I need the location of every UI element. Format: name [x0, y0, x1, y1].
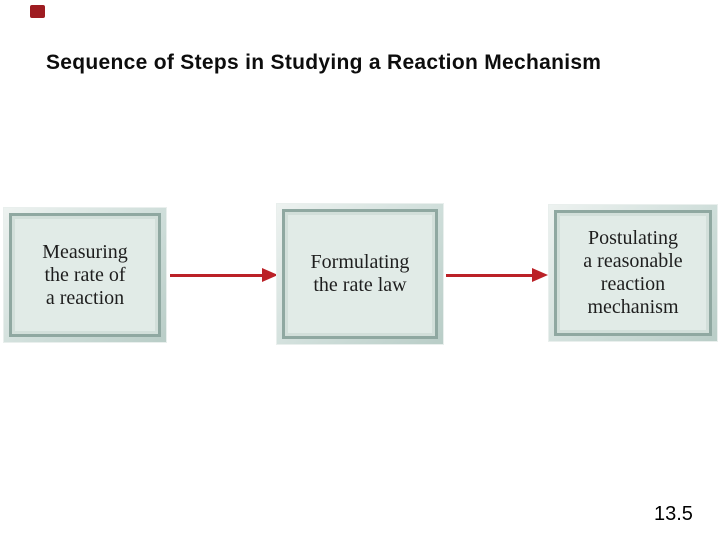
- flow-box-measuring-rate: Measuring the rate of a reaction: [3, 207, 167, 343]
- flow-box-frame: Formulating the rate law: [282, 209, 438, 339]
- flow-box-label: Formulating the rate law: [310, 251, 410, 296]
- flow-box-formulating-rate-law: Formulating the rate law: [276, 203, 444, 345]
- flow-arrow-1-head-icon: [262, 268, 278, 282]
- flow-box-label: Measuring the rate of a reaction: [42, 240, 128, 309]
- flow-box-postulating-mechanism: Postulating a reasonable reaction mechan…: [548, 204, 718, 342]
- flow-box-frame: Postulating a reasonable reaction mechan…: [554, 210, 712, 336]
- flow-box-label: Postulating a reasonable reaction mechan…: [583, 227, 683, 318]
- slide-accent-marker: [30, 5, 45, 18]
- flow-arrow-2-head-icon: [532, 268, 548, 282]
- flow-arrow-2-line: [446, 274, 534, 277]
- flow-box-frame: Measuring the rate of a reaction: [9, 213, 161, 337]
- slide-title: Sequence of Steps in Studying a Reaction…: [46, 51, 602, 74]
- page-number: 13.5: [654, 503, 693, 525]
- flow-arrow-1-line: [170, 274, 264, 277]
